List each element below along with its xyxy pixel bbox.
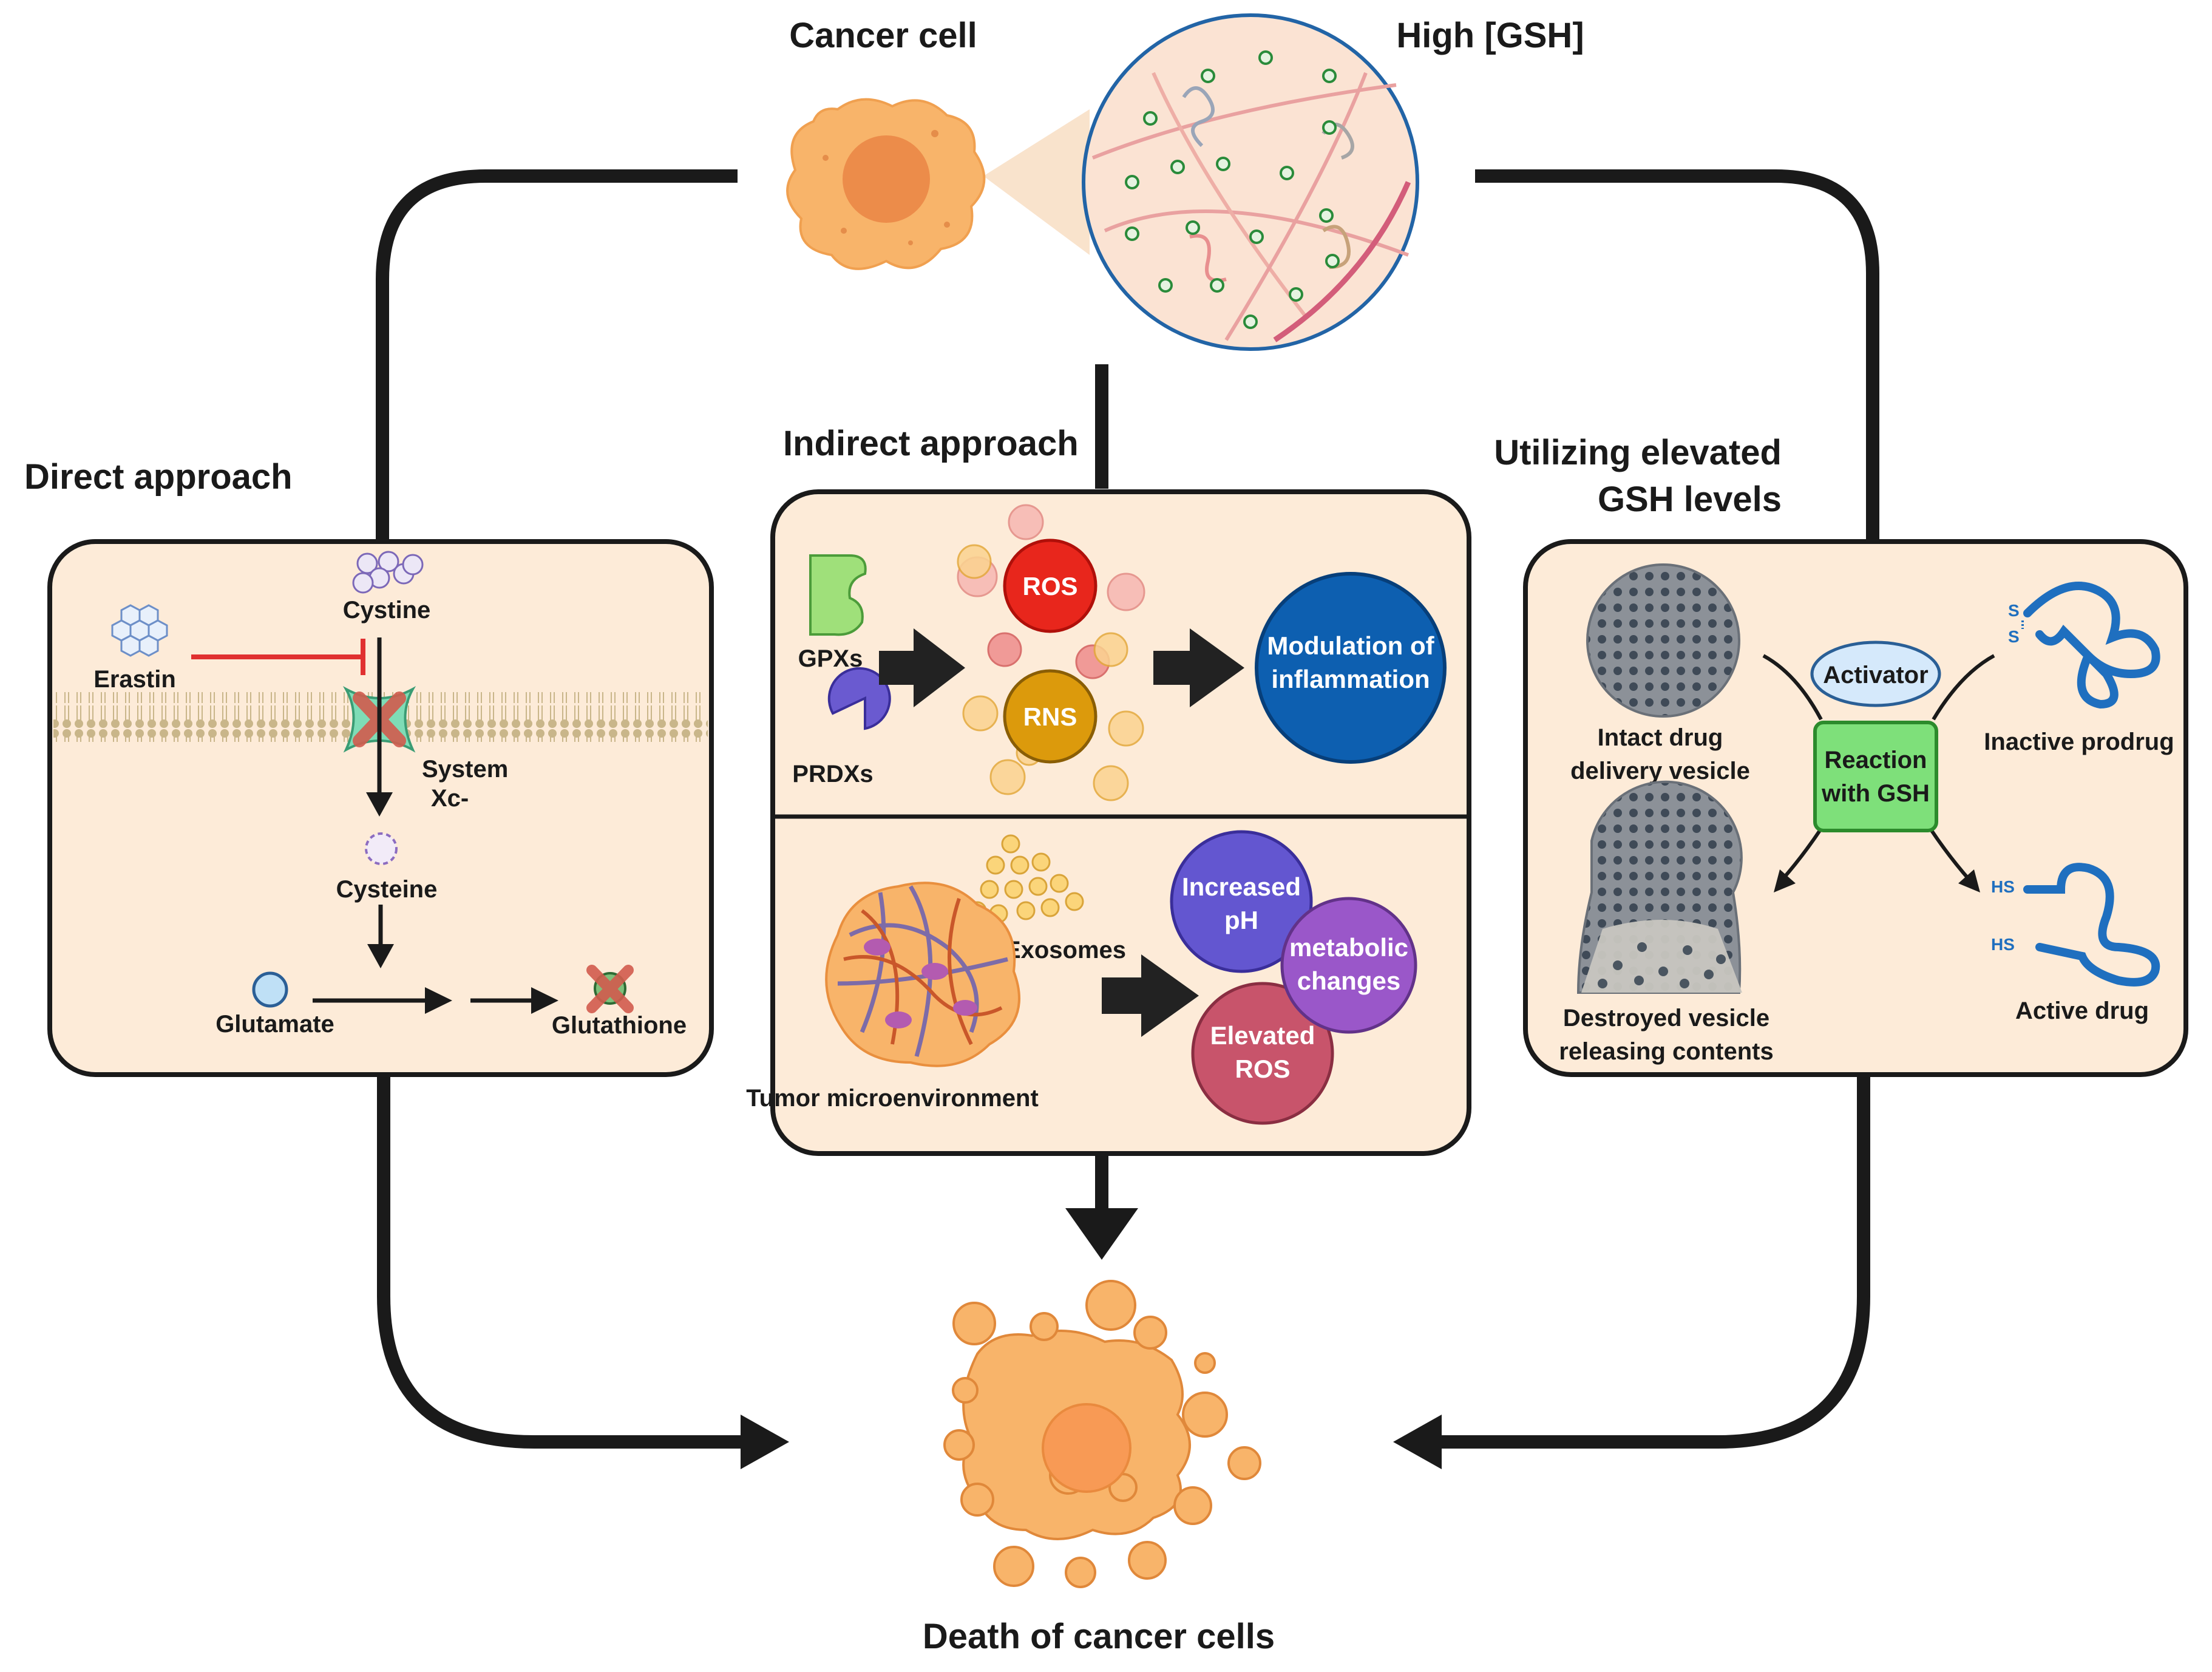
arrow-enzymes-to-ros [879,628,965,707]
activator-ellipse [1810,641,1941,707]
arrow-ros-to-modulation [1153,628,1244,707]
increased-ph-label-line2: pH [1224,906,1258,934]
s-label-top: S [2008,601,2020,620]
active-drug-label: Active drug [2015,997,2149,1024]
erastin-label: Erastin [93,666,176,693]
arrowhead-right-bottom [1393,1415,1442,1469]
elevated-ros-label-line1: Elevated [1210,1021,1315,1050]
zoom-cone [983,109,1090,255]
ros-label: ROS [1022,572,1077,600]
prdxs-label: PRDXs [792,761,873,787]
connector-top-right [1475,169,1879,540]
cancer-cell-label: Cancer cell [789,16,977,55]
increased-ph-circle [1170,830,1313,973]
gpxs-label: GPXs [798,645,863,672]
inactive-prodrug-icon [2023,582,2160,709]
prdx-enzyme-icon [827,667,891,730]
inactive-prodrug-label: Inactive prodrug [1984,729,2174,755]
destroyed-vesicle-label-line1: Destroyed vesicle [1563,1005,1769,1031]
intact-vesicle-label-line1: Intact drug [1598,724,1723,751]
metabolic-changes-label-line2: changes [1297,967,1400,995]
reaction-label-line1: Reaction [1825,747,1927,773]
glutamate-label: Glutamate [215,1011,334,1038]
arrow-cysteine-down [367,944,394,968]
tumor-microenvironment-label: Tumor microenvironment [746,1085,1039,1112]
cysteine-icon [365,832,398,865]
active-drug-icon [2023,863,2160,987]
indirect-approach-title: Indirect approach [783,424,1079,463]
glutamate-icon [252,971,288,1008]
erastin-icon [111,604,168,657]
arrow-tme-to-effects [1102,954,1199,1037]
modulation-label-line1: Modulation of [1267,631,1434,660]
arrow-to-cysteine [366,792,393,817]
hs-label-bottom: HS [1991,935,2015,954]
cysteine-label: Cysteine [336,876,438,903]
gpx-enzyme-icon [809,554,867,636]
intact-vesicle-label-line2: delivery vesicle [1570,758,1750,784]
connector-left-bottom [377,1075,747,1449]
arrowhead-left-bottom [741,1415,789,1469]
cancer-cell-group [786,13,1419,351]
ros-circle [1003,539,1098,633]
tumor-microenvironment-icon [825,882,1020,1067]
indirect-approach-panel: GPXs PRDXs ROS RNS Modulation of inflamm… [746,489,1471,1156]
elevated-ros-circle [1191,982,1334,1125]
cancer-cell-nucleus [843,135,930,223]
direct-approach-panel: Cystine Erastin System Xc- Cysteine Glut… [47,539,714,1077]
death-label: Death of cancer cells [923,1617,1275,1656]
utilizing-title-line2: GSH levels [1598,480,1782,519]
metabolic-changes-circle [1280,897,1417,1034]
glutathione-blocked-cross-icon [586,965,634,1013]
rns-circle [1003,669,1098,764]
utilizing-title-line1: Utilizing elevated [1494,433,1782,472]
arrow-to-active-drug [1958,869,1980,892]
gsh-molecules [1125,50,1340,329]
s-label-bottom: S [2008,627,2020,646]
dying-cell-nucleus [1042,1403,1131,1493]
system-label: System [422,756,508,783]
modulation-label-line2: inflammation [1271,665,1430,693]
high-gsh-label: High [GSH] [1396,16,1584,55]
activator-label: Activator [1823,662,1928,688]
arrow-glutamate [425,987,452,1014]
modulation-circle [1255,572,1447,764]
arrowhead-center-bottom [1065,1208,1138,1260]
elevated-ros-label-line2: ROS [1235,1055,1290,1083]
direct-approach-title: Direct approach [24,457,293,497]
destroyed-vesicle-label-line2: releasing contents [1559,1038,1773,1065]
xc-label: Xc- [431,785,469,812]
hs-label-top: HS [1991,877,2015,896]
arrow-to-destroyed-vesicle [1774,869,1796,892]
rns-label: RNS [1023,702,1077,731]
released-contents [1581,920,1742,993]
connector-right-bottom [1439,1075,1870,1449]
arrow-to-glutathione [531,987,558,1014]
glutathione-label: Glutathione [552,1012,687,1039]
reaction-with-gsh-box [1813,721,1938,832]
connector-top-left [376,169,738,540]
exosomes-label: Exosomes [1005,937,1126,963]
reaction-label-line2: with GSH [1821,780,1930,807]
cystine-icon [352,551,424,594]
utilizing-gsh-panel: Intact drug delivery vesicle Destroyed v… [1523,539,2188,1077]
metabolic-changes-label-line1: metabolic [1289,933,1408,962]
zoom-fibers [1091,72,1411,342]
cystine-label: Cystine [343,597,431,624]
intact-vesicle-icon [1586,563,1740,718]
flow-connectors [376,169,1879,1449]
increased-ph-label-line1: Increased [1182,872,1301,901]
